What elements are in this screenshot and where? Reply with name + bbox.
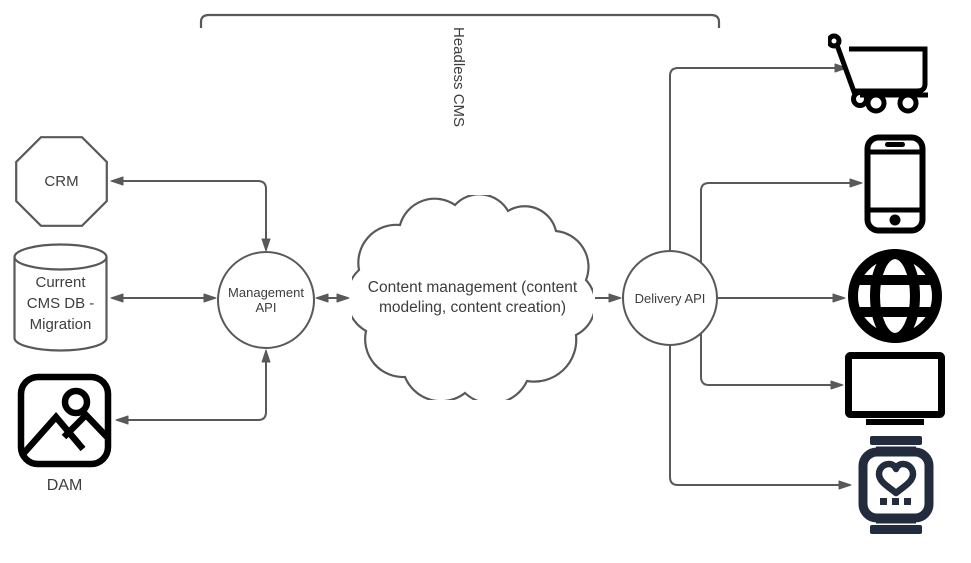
node-delivery-api-label: Delivery API bbox=[634, 290, 706, 306]
connector-delivery-phone bbox=[700, 178, 863, 263]
node-delivery-api: Delivery API bbox=[622, 250, 718, 346]
smartphone-icon bbox=[864, 134, 926, 234]
node-management-api: Management API bbox=[217, 251, 315, 349]
connector-delivery-cart bbox=[669, 63, 848, 250]
connector-management-crm bbox=[110, 176, 271, 252]
smartwatch-icon bbox=[858, 436, 934, 534]
node-management-api-label: Management API bbox=[228, 285, 304, 315]
tv-icon bbox=[845, 352, 945, 425]
headless-cms-bracket bbox=[199, 13, 721, 28]
node-content-management-label: Content management (content modeling, co… bbox=[367, 278, 578, 316]
node-dam-label: DAM bbox=[46, 476, 83, 494]
connector-delivery-tv bbox=[700, 333, 844, 390]
connector-delivery-watch bbox=[669, 346, 852, 490]
shopping-cart-icon bbox=[828, 33, 928, 114]
node-crm-label: CRM bbox=[44, 172, 79, 190]
cloud-shape bbox=[352, 195, 593, 400]
cylinder-shape-db bbox=[13, 243, 108, 352]
globe-icon bbox=[848, 249, 942, 343]
connector-management-dam bbox=[115, 349, 271, 425]
node-current-cms-db-label: Current CMS DB - Migration bbox=[26, 273, 95, 333]
octagon-shape-crm bbox=[15, 136, 108, 227]
image-icon bbox=[17, 373, 112, 468]
headless-cms-label: Headless CMS bbox=[450, 27, 467, 128]
